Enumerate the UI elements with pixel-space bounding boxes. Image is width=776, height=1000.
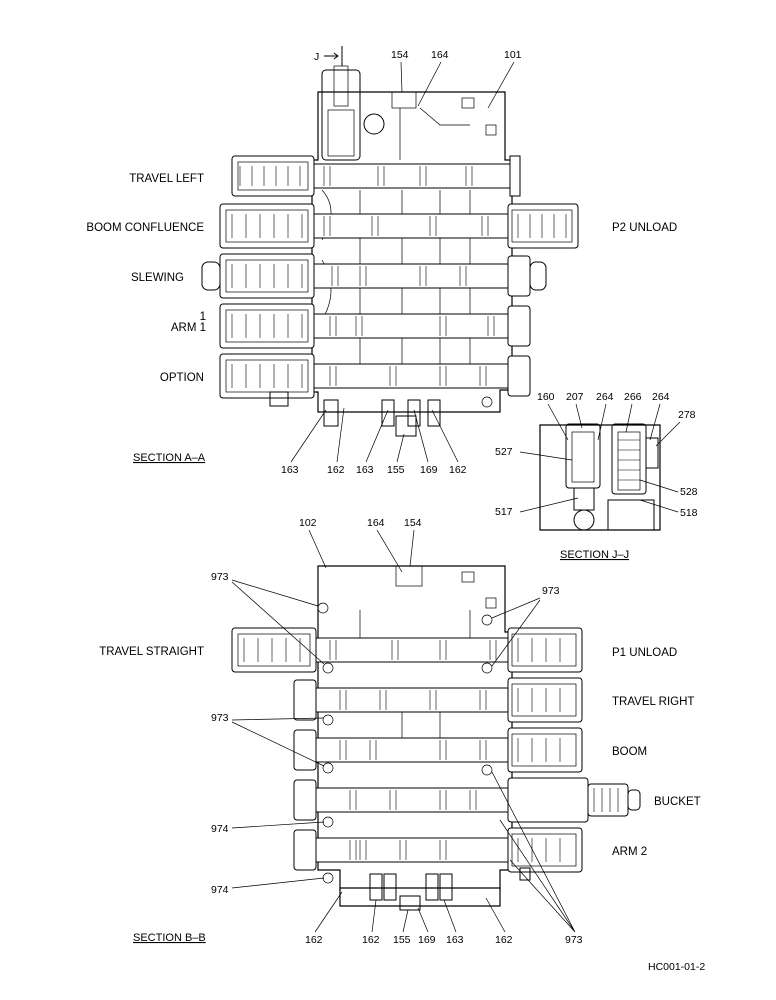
callout-974-b: 974	[211, 884, 229, 896]
section-j-title: SECTION J–J	[560, 549, 629, 561]
label-arm-1: ARM 1	[171, 322, 206, 334]
section-b-spool-lands	[243, 638, 619, 862]
callout-518: 518	[680, 507, 698, 519]
callout-973-a: 973	[211, 571, 229, 583]
callout-528: 528	[680, 486, 698, 498]
section-a-title: SECTION A–A	[133, 452, 206, 464]
callout-527: 527	[495, 446, 513, 458]
callout-162-a: 162	[327, 464, 345, 476]
section-b-title: SECTION B–B	[133, 932, 206, 944]
section-a-top-fitting	[321, 65, 361, 161]
section-a-spools	[201, 155, 579, 399]
callout-160: 160	[537, 391, 555, 403]
callout-154-b: 154	[404, 517, 422, 529]
callout-164: 164	[431, 49, 449, 61]
callout-207: 207	[566, 391, 584, 403]
callout-517: 517	[495, 506, 513, 518]
label-arm-2: ARM 2	[612, 846, 647, 858]
callout-163-b: 163	[356, 464, 374, 476]
callout-162-d: 162	[362, 934, 380, 946]
callout-101: 101	[504, 49, 522, 61]
callout-264-b: 264	[652, 391, 670, 403]
callout-162-e: 162	[495, 934, 513, 946]
section-a-labels: TRAVEL LEFT BOOM CONFLUENCE SLEWING 1 AR…	[86, 173, 677, 384]
section-j-drawing	[539, 423, 661, 531]
label-travel-right: TRAVEL RIGHT	[612, 696, 694, 708]
label-slewing: SLEWING	[131, 272, 184, 284]
drawing-code: HC001-01-2	[648, 961, 705, 973]
label-boom-confluence: BOOM CONFLUENCE	[86, 222, 204, 234]
callout-162-b: 162	[449, 464, 467, 476]
callout-169-b: 169	[418, 934, 436, 946]
callout-163-a: 163	[281, 464, 299, 476]
callout-162-c: 162	[305, 934, 323, 946]
section-a-bottom-plugs	[269, 391, 441, 437]
callout-264-a: 264	[596, 391, 614, 403]
callout-973-c: 973	[542, 585, 560, 597]
callout-155-a: 155	[387, 464, 405, 476]
callout-154: 154	[391, 49, 409, 61]
label-travel-left: TRAVEL LEFT	[129, 173, 204, 185]
section-b-labels: TRAVEL STRAIGHT P1 UNLOAD TRAVEL RIGHT B…	[99, 646, 700, 858]
callout-974-a: 974	[211, 823, 229, 835]
section-a-numbers: J 154 164 101 163 162 163 155 169 162	[281, 46, 522, 476]
section-b-bottom-plugs	[369, 867, 531, 911]
callout-164-b: 164	[367, 517, 385, 529]
callout-973-b: 973	[211, 712, 229, 724]
section-a-spool-lands	[231, 166, 567, 388]
label-p2-unload: P2 UNLOAD	[612, 222, 677, 234]
label-p1-unload: P1 UNLOAD	[612, 647, 677, 659]
label-travel-straight: TRAVEL STRAIGHT	[99, 646, 204, 658]
callout-266: 266	[624, 391, 642, 403]
label-bucket: BUCKET	[654, 796, 701, 808]
callout-278: 278	[678, 409, 696, 421]
section-j-numbers: 160 207 264 266 264 278 527 528 517 518	[495, 391, 698, 519]
label-boom: BOOM	[612, 746, 647, 758]
label-option: OPTION	[160, 372, 204, 384]
callout-169-a: 169	[420, 464, 438, 476]
label-arm-1-superscript: 1	[200, 311, 206, 323]
callout-973-d: 973	[565, 934, 583, 946]
view-marker-j: J	[314, 51, 319, 63]
section-b-numbers: 102 164 154 973 973 974 974 973 162 162 …	[211, 517, 583, 946]
callout-102: 102	[299, 517, 317, 529]
callout-163-c: 163	[446, 934, 464, 946]
callout-155-b: 155	[393, 934, 411, 946]
